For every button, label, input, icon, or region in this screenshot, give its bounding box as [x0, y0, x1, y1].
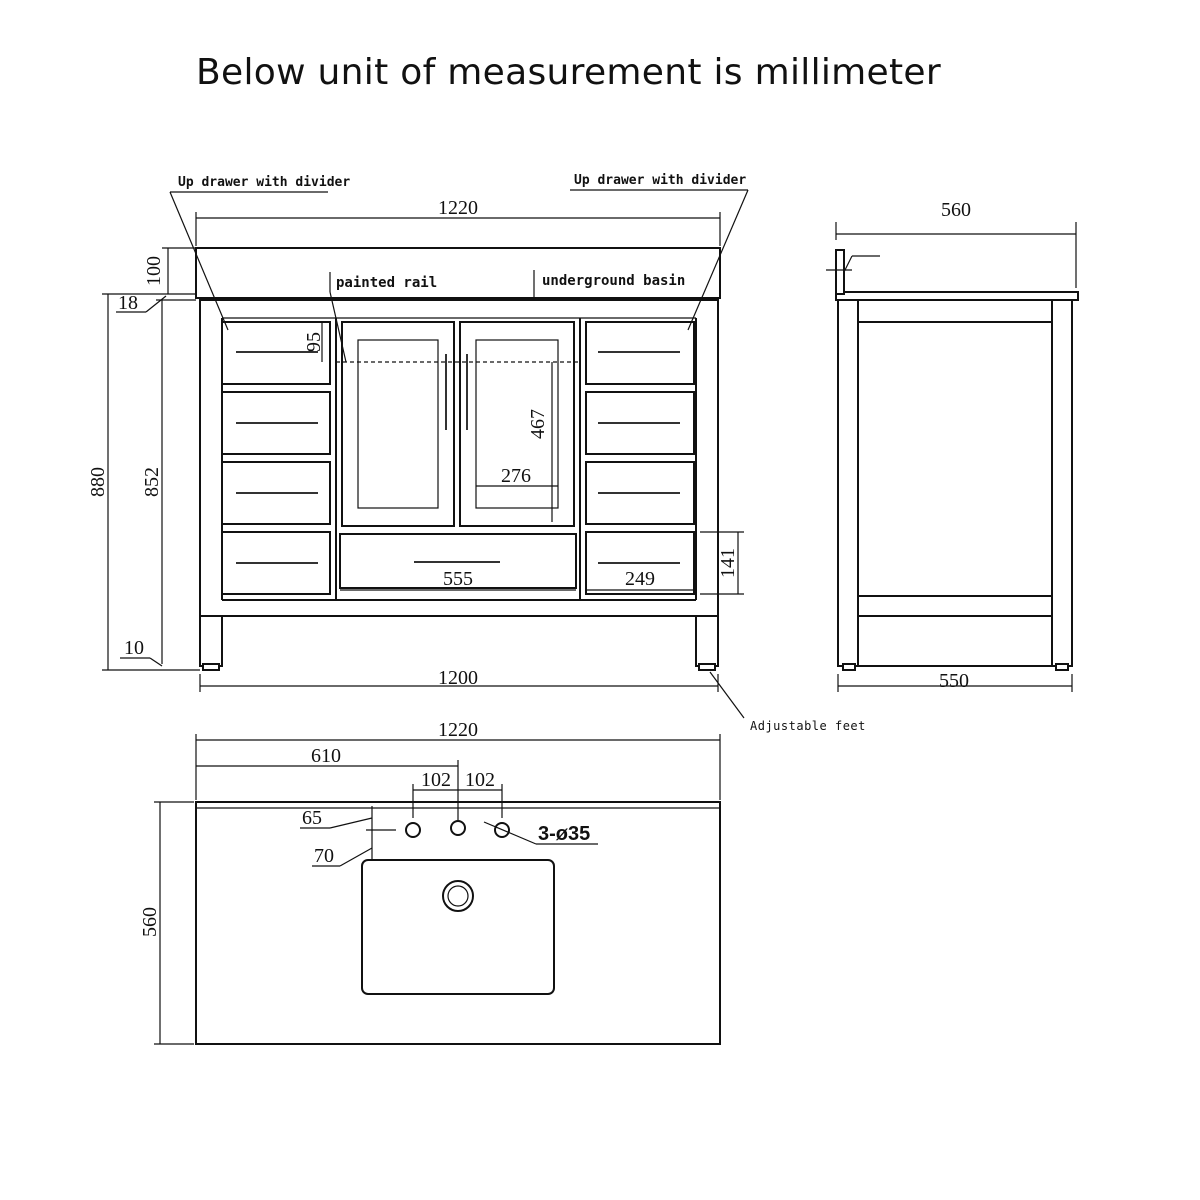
left-leg	[199, 615, 223, 667]
dim-basin-offset: 70	[314, 845, 334, 867]
side-right-foot-icon	[1055, 663, 1069, 671]
dim-door-height: 467	[527, 409, 549, 439]
side-left-foot-icon	[842, 663, 856, 671]
dim-hole-spacing-right: 102	[465, 769, 495, 791]
faucet-hole-icon	[405, 822, 421, 838]
drawing-title: Below unit of measurement is millimeter	[196, 52, 941, 93]
dim-center-drawer-width: 555	[443, 568, 473, 590]
note-hole-size: 3-ø35	[538, 823, 590, 845]
faucet-hole-icon	[494, 822, 510, 838]
dim-rail-height: 95	[303, 332, 325, 352]
right-foot-icon	[698, 663, 716, 671]
note-underground-basin: underground basin	[542, 273, 685, 289]
dim-center-offset: 610	[311, 745, 341, 767]
dim-door-width: 276	[501, 465, 531, 487]
dim-top-thickness-label: 18	[118, 292, 138, 314]
dim-backsplash-height: 100	[143, 256, 165, 286]
dim-hole-spacing-left: 102	[421, 769, 451, 791]
side-backsplash	[835, 249, 845, 295]
dim-side-top-depth: 560	[941, 199, 971, 221]
dim-top-width: 1220	[438, 197, 478, 219]
dim-top-view-width: 1220	[438, 719, 478, 741]
left-door	[341, 321, 455, 527]
countertop-front	[195, 247, 721, 299]
dim-cabinet-height: 852	[141, 467, 163, 497]
dim-foot-height: 10	[124, 637, 144, 659]
dim-side-base-depth: 550	[939, 670, 969, 692]
drain-icon	[442, 880, 474, 912]
side-countertop	[835, 291, 1079, 301]
note-adjustable-feet: Adjustable feet	[750, 719, 866, 733]
dim-hole-offset: 65	[302, 807, 322, 829]
note-up-drawer-right: Up drawer with divider	[574, 173, 746, 188]
dim-side-drawer-width: 249	[625, 568, 655, 590]
right-door	[459, 321, 575, 527]
front-view: 1220 880 852 100 10 18 10 95 467 276 555	[87, 173, 866, 733]
right-leg	[695, 615, 719, 667]
dim-top-view-depth: 560	[139, 907, 161, 937]
top-view: 1220 610 102 102 65 70 3-ø35 560	[139, 719, 721, 1045]
top-basin-opening	[361, 859, 555, 995]
side-view: 560 550	[826, 199, 1079, 692]
dim-total-height: 880	[87, 467, 109, 497]
note-up-drawer-left: Up drawer with divider	[178, 175, 350, 190]
left-foot-icon	[202, 663, 220, 671]
faucet-hole-icon	[450, 820, 466, 836]
dim-base-width: 1200	[438, 667, 478, 689]
dim-drawer-height: 141	[717, 548, 739, 578]
note-painted-rail: painted rail	[336, 275, 437, 291]
